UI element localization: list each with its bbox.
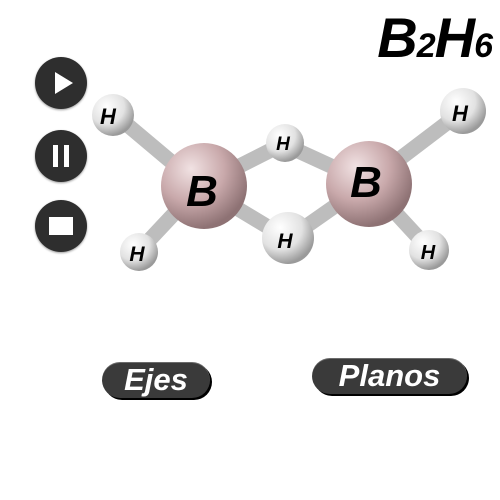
- hydrogen-atom-bridge-top: H: [266, 124, 304, 162]
- planos-button[interactable]: Planos: [312, 358, 467, 394]
- hydrogen-label: H: [276, 134, 291, 155]
- stop-icon: [49, 217, 73, 235]
- hydrogen-atom-6: H: [409, 230, 449, 270]
- title-sub-2: 2: [416, 27, 436, 65]
- ejes-button[interactable]: Ejes: [102, 362, 210, 398]
- boron-label: B: [350, 158, 382, 207]
- diborane-molecule: H H H H H H B B: [92, 88, 486, 271]
- hydrogen-atom-2: H: [120, 233, 158, 271]
- pause-button[interactable]: [35, 130, 87, 182]
- boron-label: B: [186, 167, 218, 216]
- hydrogen-atom-5: H: [440, 88, 486, 134]
- title-b: B: [377, 6, 417, 69]
- title-sub-6: 6: [474, 27, 493, 65]
- hydrogen-label: H: [452, 101, 469, 126]
- play-icon: [55, 72, 73, 94]
- hydrogen-atom-bridge-bottom: H: [262, 212, 314, 264]
- molecule-title: B2H6: [377, 6, 493, 78]
- stop-button[interactable]: [35, 200, 87, 252]
- hydrogen-label: H: [421, 242, 436, 264]
- boron-atom-2: B: [326, 141, 412, 227]
- hydrogen-label: H: [129, 243, 145, 266]
- hydrogen-label: H: [277, 230, 293, 253]
- hydrogen-atom-1: H: [92, 94, 134, 136]
- boron-atom-1: B: [161, 143, 247, 229]
- hydrogen-label: H: [100, 104, 117, 129]
- title-h: H: [434, 6, 475, 69]
- play-button[interactable]: [35, 57, 87, 109]
- pause-icon: [53, 145, 69, 167]
